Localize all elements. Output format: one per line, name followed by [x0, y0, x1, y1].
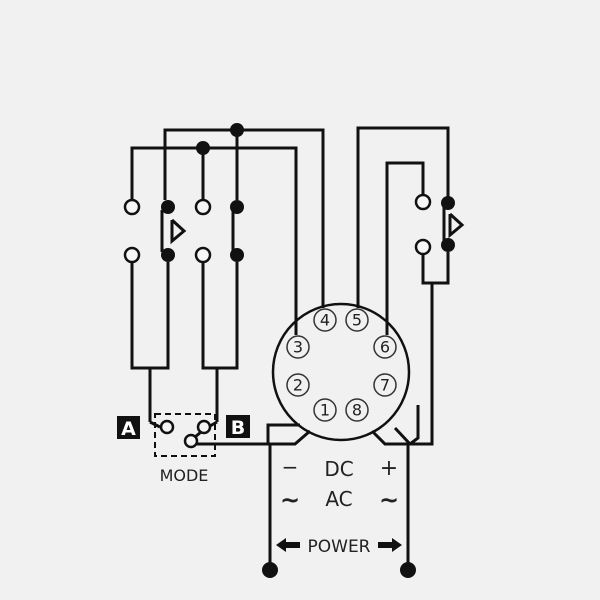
power-terminal-right — [400, 562, 416, 578]
svg-text:8: 8 — [352, 401, 362, 420]
ac-label: AC — [325, 487, 352, 511]
svg-text:B: B — [231, 417, 245, 439]
pin-3: 3 — [286, 335, 310, 359]
label-a: A — [117, 416, 140, 440]
power-arrow-right-icon — [378, 538, 402, 552]
minus-label: − — [282, 455, 299, 479]
contact-arm-icon — [448, 212, 465, 239]
contact-set-1 — [123, 198, 187, 422]
power-arrow-left-icon — [276, 538, 300, 552]
contact-set-3 — [356, 126, 465, 446]
svg-text:1: 1 — [320, 401, 330, 420]
plus-label: + — [380, 456, 398, 481]
mode-label: MODE — [160, 466, 209, 485]
junction-dot — [230, 123, 244, 137]
svg-text:2: 2 — [293, 376, 303, 395]
pin-7: 7 — [373, 373, 397, 397]
svg-text:A: A — [121, 418, 136, 440]
ac-left-label: ~ — [280, 486, 300, 514]
mode-switch — [149, 413, 268, 457]
power-leads — [262, 444, 416, 578]
pin-5: 5 — [345, 308, 369, 332]
svg-text:7: 7 — [380, 376, 390, 395]
power-label: POWER — [308, 537, 371, 557]
relay-base — [266, 302, 420, 446]
contact-arm-icon — [170, 218, 187, 245]
dc-label: DC — [324, 457, 353, 481]
pin-1: 1 — [313, 398, 337, 422]
junction-dot — [196, 141, 210, 155]
svg-text:4: 4 — [320, 311, 330, 330]
contact-set-2 — [194, 198, 244, 422]
svg-text:6: 6 — [380, 338, 390, 357]
pin-2: 2 — [286, 373, 310, 397]
svg-text:3: 3 — [293, 338, 303, 357]
power-terminal-left — [262, 562, 278, 578]
pin-6: 6 — [373, 335, 397, 359]
label-b: B — [226, 415, 250, 439]
pin-4: 4 — [313, 308, 337, 332]
ac-right-label: ~ — [379, 486, 399, 514]
pin-8: 8 — [345, 398, 369, 422]
svg-text:5: 5 — [352, 311, 362, 330]
